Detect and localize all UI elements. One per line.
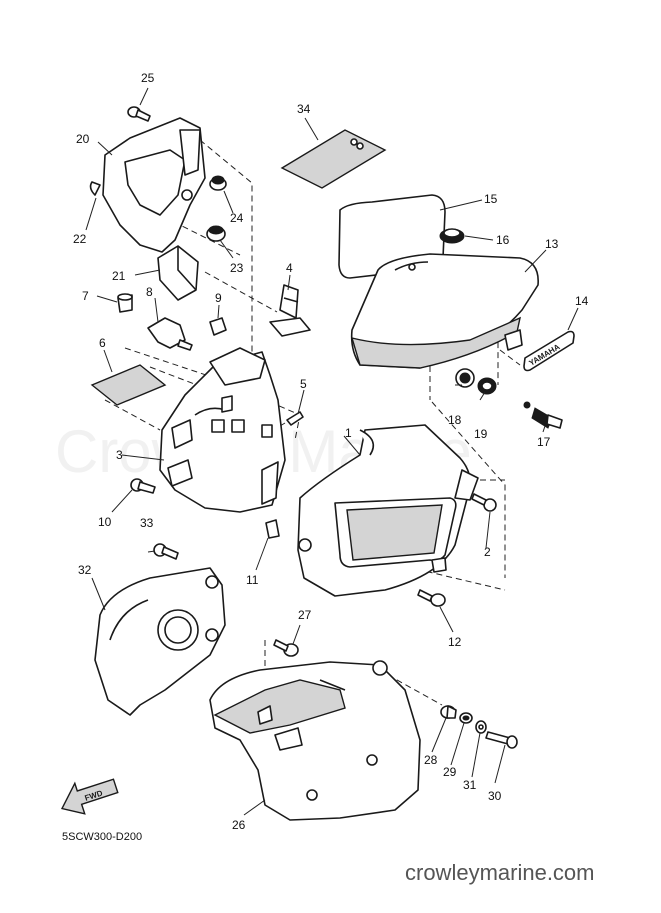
grommet-23 <box>206 225 226 242</box>
grommet-18 <box>455 368 475 388</box>
bolt-10 <box>130 478 156 494</box>
callout-4: 4 <box>286 261 293 275</box>
clip-8 <box>147 317 193 351</box>
callout-16: 16 <box>496 233 510 247</box>
emblem-14: YAMAHA <box>523 330 575 372</box>
callout-13: 13 <box>545 237 559 251</box>
site-url: crowleymarine.com <box>405 860 595 885</box>
callout-10: 10 <box>98 515 112 529</box>
pad-6 <box>90 364 167 406</box>
callout-21: 21 <box>112 269 126 283</box>
callout-19: 19 <box>474 427 488 441</box>
callout-12: 12 <box>448 635 462 649</box>
callout-33: 33 <box>140 516 154 530</box>
bracket-4 <box>269 284 311 337</box>
callout-25: 25 <box>141 71 155 85</box>
pad-21 <box>157 245 199 301</box>
callout-7: 7 <box>82 289 89 303</box>
callout-34: 34 <box>297 102 311 116</box>
bolt-33 <box>153 543 179 560</box>
callout-5: 5 <box>300 377 307 391</box>
grommet-16 <box>439 228 465 244</box>
callout-1: 1 <box>345 426 352 440</box>
silencer-1 <box>297 424 479 597</box>
callout-3: 3 <box>116 448 123 462</box>
callout-29: 29 <box>443 765 457 779</box>
collar-7 <box>117 293 133 313</box>
cover-32 <box>94 567 226 716</box>
callout-2: 2 <box>484 545 491 559</box>
grommet-19 <box>477 377 497 395</box>
cover-13 <box>350 253 539 369</box>
callout-labels: 1 2 3 4 5 6 7 8 9 10 11 12 13 14 15 16 1… <box>73 71 589 832</box>
callout-31: 31 <box>463 778 477 792</box>
grommet-24 <box>209 175 227 191</box>
bolt-30 <box>485 731 518 749</box>
callout-24: 24 <box>230 211 244 225</box>
callout-18: 18 <box>448 413 462 427</box>
callout-22: 22 <box>73 232 87 246</box>
callout-15: 15 <box>484 192 498 206</box>
damper-34 <box>280 129 387 189</box>
housing-3 <box>159 347 286 513</box>
callout-26: 26 <box>232 818 246 832</box>
fitting-17 <box>523 401 563 429</box>
fwd-arrow: FWD <box>60 778 119 815</box>
callout-8: 8 <box>146 285 153 299</box>
diagram-code: 5SCW300-D200 <box>62 831 142 843</box>
callout-27: 27 <box>298 608 312 622</box>
washer-31 <box>475 720 487 734</box>
callout-23: 23 <box>230 261 244 275</box>
callout-20: 20 <box>76 132 90 146</box>
cover-26 <box>209 660 421 821</box>
callout-9: 9 <box>215 291 222 305</box>
bolt-12 <box>417 589 446 607</box>
callout-11: 11 <box>246 573 259 587</box>
callout-14: 14 <box>575 294 589 308</box>
callout-30: 30 <box>488 789 502 803</box>
spacer-28 <box>440 705 457 719</box>
callout-32: 32 <box>78 563 92 577</box>
callout-6: 6 <box>99 336 106 350</box>
callout-17: 17 <box>537 435 551 449</box>
leader-lines <box>85 87 579 816</box>
collar-29 <box>459 712 473 724</box>
bracket-20 <box>89 117 206 253</box>
clip-11 <box>265 519 280 539</box>
bolt-25 <box>127 106 151 122</box>
callout-28: 28 <box>424 753 438 767</box>
clip-9 <box>209 317 227 336</box>
bolt-27 <box>273 639 299 657</box>
bolt-2 <box>471 493 497 512</box>
